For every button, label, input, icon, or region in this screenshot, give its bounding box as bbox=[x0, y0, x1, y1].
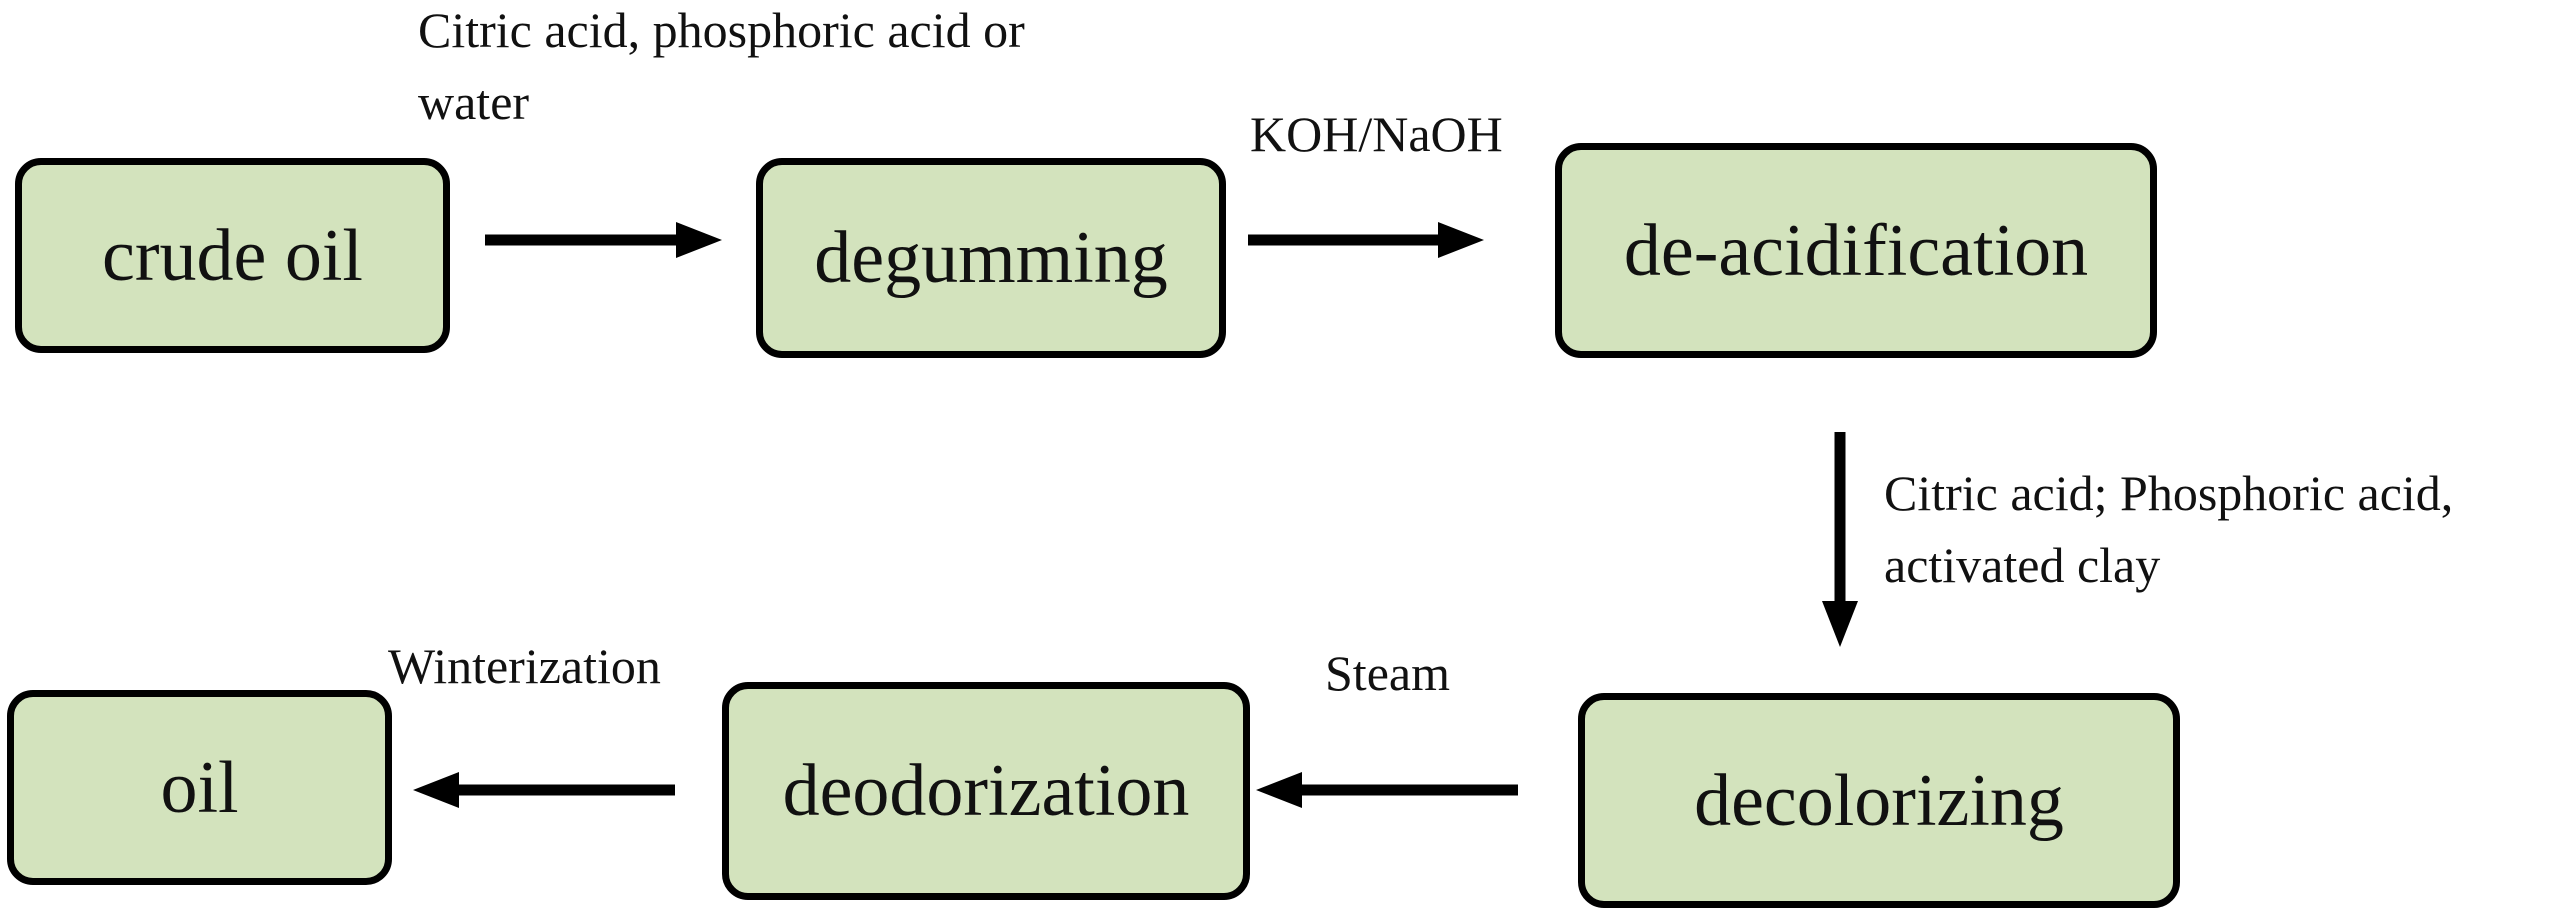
deacidification-box: de-acidification bbox=[1555, 143, 2157, 358]
deodorization-box: deodorization bbox=[722, 682, 1250, 900]
deacidification-reagent-text: KOH/NaOH bbox=[1250, 106, 1503, 162]
crude-oil-box: crude oil bbox=[15, 158, 450, 353]
degumming-label: degumming bbox=[814, 217, 1168, 299]
decolorizing-box: decolorizing bbox=[1578, 693, 2180, 908]
arrow-decolorizing-to-deodorization bbox=[1256, 772, 1518, 808]
arrow-deacidification-to-decolorizing bbox=[1822, 432, 1858, 647]
oil-label: oil bbox=[160, 746, 239, 829]
oil-box: oil bbox=[7, 690, 392, 885]
decolorizing-reagent-text: Citric acid; Phosphoric acid, activated … bbox=[1884, 457, 2453, 601]
arrow-degumming-to-deacidification bbox=[1248, 222, 1484, 258]
degumming-reagent-text: Citric acid, phosphoric acid or water bbox=[418, 0, 1025, 138]
degumming-box: degumming bbox=[756, 158, 1226, 358]
decolorizing-reagent-line1: Citric acid; Phosphoric acid, bbox=[1884, 465, 2454, 521]
decolorizing-label: decolorizing bbox=[1694, 759, 2064, 842]
degumming-reagent-line1: Citric acid, phosphoric acid or bbox=[418, 2, 1025, 58]
decolorizing-reagent-line2: activated clay bbox=[1884, 537, 2161, 593]
deacidification-label: de-acidification bbox=[1623, 209, 2089, 292]
winterization-text: Winterization bbox=[388, 638, 661, 694]
deodorization-label: deodorization bbox=[782, 750, 1190, 832]
arrow-deodorization-to-oil bbox=[413, 772, 675, 808]
degumming-reagent-line2: water bbox=[418, 74, 530, 130]
crude-oil-label: crude oil bbox=[102, 214, 363, 297]
arrow-crude-to-degumming bbox=[485, 222, 722, 258]
deodorization-reagent-text: Steam bbox=[1325, 645, 1450, 701]
